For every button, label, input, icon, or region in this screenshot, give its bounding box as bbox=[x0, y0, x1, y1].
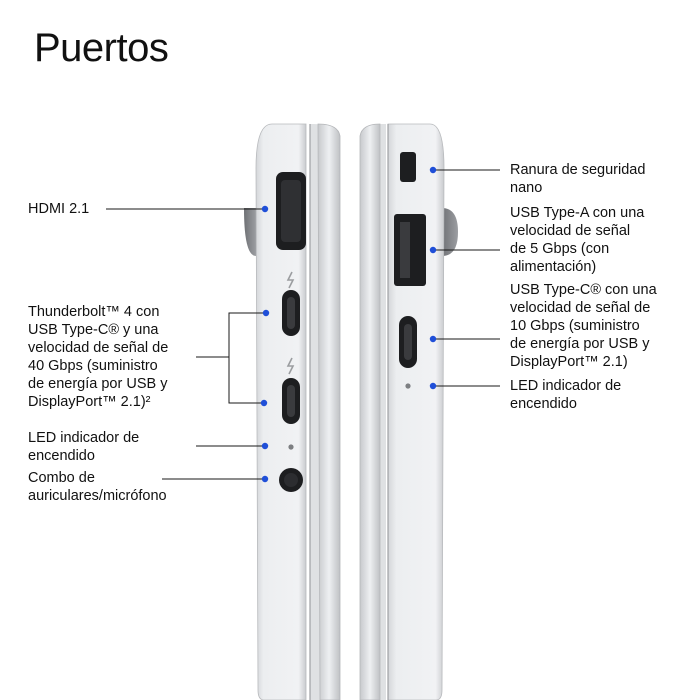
callout-dot bbox=[260, 399, 268, 407]
power-led bbox=[405, 383, 411, 389]
label-security-slot: Ranura de seguridad nano bbox=[510, 162, 646, 196]
left-lid bbox=[317, 123, 341, 700]
label-thunderbolt: Thunderbolt™ 4 con USB Type-C® y una vel… bbox=[28, 304, 169, 410]
left-base-body bbox=[255, 123, 307, 700]
thunderbolt-icon bbox=[286, 271, 295, 289]
callout-dot bbox=[429, 246, 437, 254]
right-base-body bbox=[387, 123, 445, 700]
label-hdmi: HDMI 2.1 bbox=[28, 201, 90, 217]
callout-dot bbox=[261, 442, 269, 450]
callout-dot bbox=[429, 335, 437, 343]
security-slot bbox=[400, 152, 416, 182]
callout-dot bbox=[429, 382, 437, 390]
label-led-right: LED indicador de encendido bbox=[510, 378, 622, 412]
label-usb-c: USB Type-C® con una velocidad de señal d… bbox=[510, 282, 657, 370]
right-foot bbox=[442, 208, 458, 256]
thunderbolt-icon bbox=[286, 357, 295, 375]
left-callout-dots bbox=[260, 205, 270, 483]
left-side-view bbox=[244, 123, 341, 700]
power-led bbox=[288, 444, 294, 450]
right-side-view bbox=[359, 123, 458, 700]
label-usb-a: USB Type-A con una velocidad de señal de… bbox=[510, 205, 645, 275]
right-lid bbox=[359, 123, 381, 700]
right-callout-dots bbox=[429, 166, 437, 390]
callout-dot bbox=[429, 166, 437, 174]
right-leader-lines bbox=[434, 169, 500, 387]
callout-dot bbox=[262, 309, 270, 317]
label-audio-combo: Combo de auriculares/micrófono bbox=[28, 470, 167, 504]
label-led-left: LED indicador de encendido bbox=[28, 430, 140, 464]
left-leader-lines bbox=[106, 208, 266, 480]
callout-dot bbox=[261, 205, 269, 213]
page-title: Puertos bbox=[34, 26, 169, 70]
hdmi-port-inner bbox=[281, 180, 301, 242]
left-foot bbox=[244, 208, 256, 256]
callout-dot bbox=[261, 475, 269, 483]
